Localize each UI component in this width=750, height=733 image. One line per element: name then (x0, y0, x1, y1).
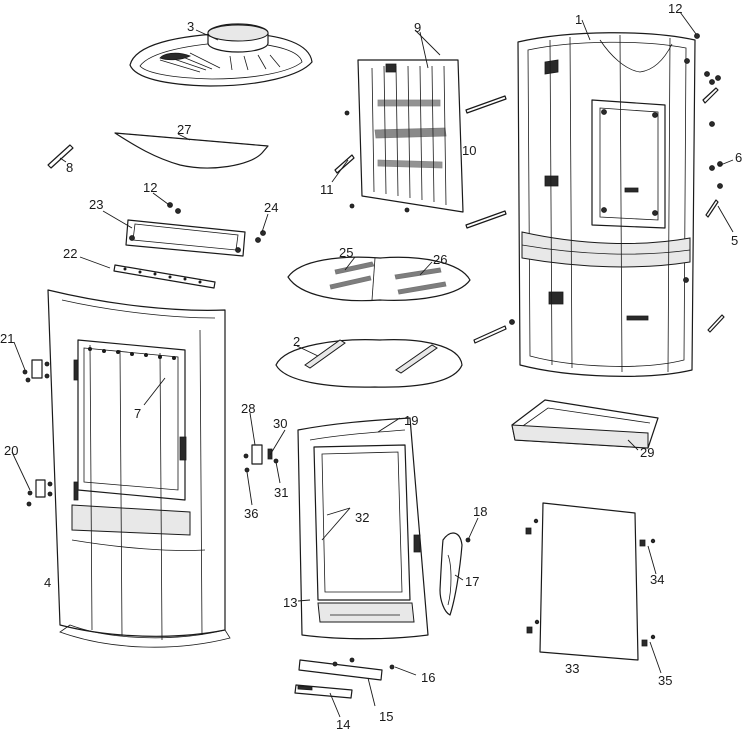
callout-29: 29 (640, 445, 654, 460)
grate-screws (334, 95, 507, 229)
callout-34: 34 (650, 572, 664, 587)
part-3-top-plate (129, 23, 313, 87)
callout-13: 13 (283, 595, 297, 610)
part-1-back-body (517, 32, 696, 377)
callout-15: 15 (379, 709, 393, 724)
part-27-baffle (114, 132, 269, 169)
part-15-strip (298, 657, 395, 681)
callout-32: 32 (355, 510, 369, 525)
part-22-strip (113, 264, 216, 289)
part-33-glass (525, 502, 656, 661)
callout-17: 17 (465, 574, 479, 589)
callout-21: 21 (0, 331, 14, 346)
callout-6: 6 (735, 150, 742, 165)
callout-2: 2 (293, 334, 300, 349)
part-8-rod (47, 144, 74, 169)
callout-12-top: 12 (668, 1, 682, 16)
callout-20: 20 (4, 443, 18, 458)
callout-18: 18 (473, 504, 487, 519)
callout-10: 10 (462, 143, 476, 158)
leader-lines (11, 11, 734, 718)
callout-31: 31 (274, 485, 288, 500)
part-17-handle (439, 532, 471, 616)
part-2-base-plate (275, 339, 463, 388)
callout-4: 4 (44, 575, 51, 590)
callout-36: 36 (244, 506, 258, 521)
callout-28: 28 (241, 401, 255, 416)
callout-27: 27 (177, 122, 191, 137)
part-14-strip (294, 684, 353, 699)
callout-23: 23 (89, 197, 103, 212)
callout-24: 24 (264, 200, 278, 215)
part-21-hinge (22, 359, 50, 383)
callout-1: 1 (575, 12, 582, 27)
callout-26: 26 (433, 252, 447, 267)
part-25-26-plates (287, 256, 471, 302)
callout-7: 7 (134, 406, 141, 421)
callout-8: 8 (66, 160, 73, 175)
part-23-bracket (125, 219, 246, 257)
callout-12-left: 12 (143, 180, 157, 195)
callout-5: 5 (731, 233, 738, 248)
callout-14: 14 (336, 717, 350, 732)
back-body-screws (473, 33, 725, 344)
callout-30: 30 (273, 416, 287, 431)
callout-3: 3 (187, 19, 194, 34)
part-28-latch (243, 444, 279, 473)
callout-35: 35 (658, 673, 672, 688)
part-4-front-body (47, 289, 231, 648)
callout-33: 33 (565, 661, 579, 676)
part-10-grate (357, 59, 464, 213)
part-13-door (297, 417, 429, 640)
part-29-ash-tray (511, 399, 659, 449)
callout-25: 25 (339, 245, 353, 260)
callout-22: 22 (63, 246, 77, 261)
callout-19: 19 (404, 413, 418, 428)
callout-11: 11 (320, 182, 334, 197)
callout-9: 9 (414, 20, 421, 35)
callout-16: 16 (421, 670, 435, 685)
part-20-hinge (26, 479, 53, 507)
